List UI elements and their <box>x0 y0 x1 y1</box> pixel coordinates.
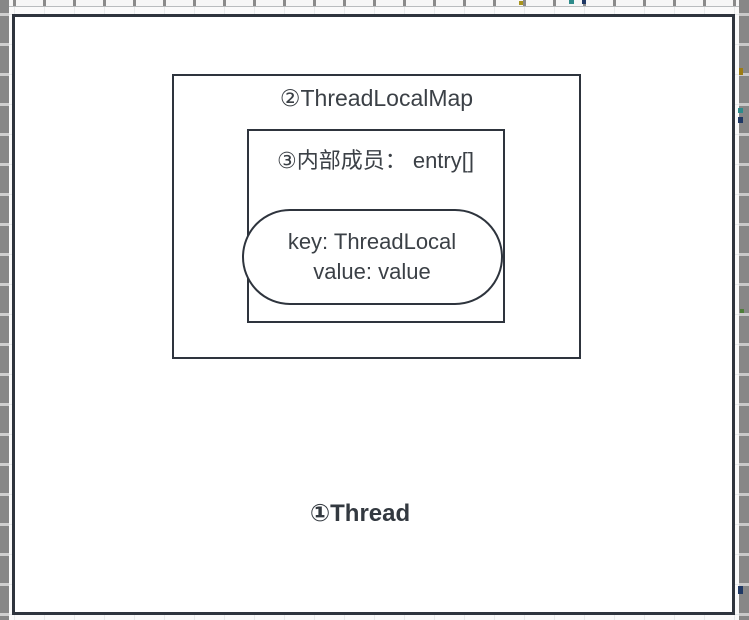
thread-box: ②ThreadLocalMap ③内部成员： entry[] key: Thre… <box>12 14 735 615</box>
entry-value-text: value: value <box>313 258 431 284</box>
edge-artifact <box>569 0 574 4</box>
edge-artifact <box>739 68 743 75</box>
threadlocalmap-box: ②ThreadLocalMap ③内部成员： entry[] key: Thre… <box>172 74 581 359</box>
thread-label: ①Thread <box>309 500 411 527</box>
edge-artifact <box>738 586 743 594</box>
top-edge-cells <box>0 0 749 7</box>
edge-artifact <box>738 108 743 113</box>
threadlocalmap-label: ②ThreadLocalMap <box>279 85 474 111</box>
entry-array-label: ③内部成员： entry[] <box>277 147 474 173</box>
edge-artifact <box>519 1 523 5</box>
edge-artifact <box>740 309 744 313</box>
entry-key-text: key: ThreadLocal <box>287 228 457 254</box>
entry-key-value-pill: key: ThreadLocal value: value <box>241 208 503 305</box>
edge-artifact <box>582 0 586 4</box>
left-edge-strip <box>0 0 9 620</box>
right-edge-strip <box>739 0 749 620</box>
edge-artifact <box>738 117 743 123</box>
